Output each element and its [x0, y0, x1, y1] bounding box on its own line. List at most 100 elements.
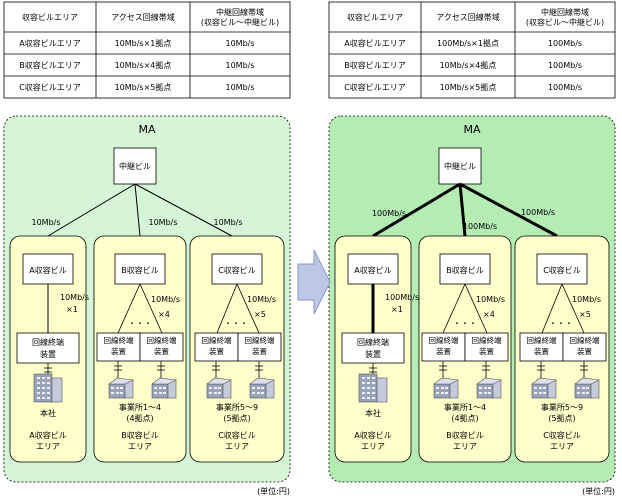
accommodating-building-label: B収容ビル	[446, 265, 484, 275]
table-cell: 10Mb/s×5拠点	[115, 82, 172, 92]
accommodating-building-label: A収容ビル	[354, 265, 391, 275]
accommodating-building-box	[536, 253, 588, 285]
relay-link-c-label: 10Mb/s	[213, 218, 242, 227]
relay-link-c-label: 100Mb/s	[521, 208, 555, 217]
relay-building-label: 中継ビル	[119, 161, 151, 171]
table-cell: C収容ビルエリア	[19, 82, 81, 92]
bandwidth-table: 収容ビルエリアアクセス回線帯域中継回線帯域(収容ビル〜中継ビル)A収容ビルエリア…	[3, 1, 291, 99]
access-a-count: ×1	[66, 305, 78, 314]
terminal-label: 回線終端	[357, 337, 389, 347]
terminal-box	[341, 332, 405, 364]
office-building-icon	[151, 377, 177, 399]
table-cell: 100Mb/s	[548, 39, 582, 48]
area-name: B収容ビル	[121, 430, 159, 440]
accommodating-building-label: B収容ビル	[121, 265, 159, 275]
table-frame	[3, 1, 291, 99]
relay-building-box	[438, 147, 482, 185]
site-b-label: 事業所1〜4	[119, 402, 161, 412]
terminal-label: 装置	[534, 346, 549, 356]
terminal-label: 装置	[40, 349, 56, 359]
access-c-bandwidth: 10Mb/s	[572, 295, 601, 304]
area-name: エリア	[453, 442, 477, 451]
office-building-icon	[574, 377, 600, 399]
accommodating-building-label: C収容ビル	[218, 265, 256, 275]
ma-label: MA	[463, 123, 480, 136]
area-name: エリア	[361, 442, 385, 451]
terminal-label: 装置	[365, 349, 381, 359]
access-line-b1	[117, 283, 141, 334]
access-b-bandwidth: 10Mb/s	[476, 295, 505, 304]
table-header: アクセス回線帯域	[436, 12, 500, 22]
access-c-count: ×5	[579, 310, 591, 319]
accommodating-building-box	[211, 253, 263, 285]
access-a-bandwidth: 100Mb/s	[385, 293, 419, 302]
unit-note: (単位:円)	[257, 486, 290, 496]
access-b-count: ×4	[483, 310, 495, 319]
site-c-count: (5拠点)	[223, 413, 250, 423]
area-name: A収容ビル	[29, 430, 66, 440]
relay-link-a-label: 10Mb/s	[31, 218, 60, 227]
terminal-label: 装置	[479, 346, 494, 356]
area-name: B収容ビル	[446, 430, 484, 440]
site-a-label: 本社	[40, 408, 56, 418]
office-building-icon	[108, 377, 134, 399]
access-line-c2	[561, 283, 585, 334]
transition-arrow	[297, 249, 331, 315]
table-header: (収容ビル〜中継ビル)	[201, 17, 279, 27]
accommodating-building-label: A収容ビル	[29, 265, 66, 275]
terminal-label: 回線終端	[147, 335, 177, 345]
terminal-label: 回線終端	[245, 335, 275, 345]
area-name: A収容ビル	[354, 430, 391, 440]
terminal-box	[237, 332, 282, 362]
access-a-bandwidth: 10Mb/s	[60, 293, 89, 302]
terminal-box	[464, 332, 509, 362]
left-panel: 収容ビルエリアアクセス回線帯域中継回線帯域(収容ビル〜中継ビル)A収容ビルエリア…	[3, 1, 291, 496]
more-lines-dots: ・・・	[224, 319, 248, 328]
area-name: C収容ビル	[543, 430, 581, 440]
terminal-label: 回線終端	[202, 335, 232, 345]
relay-link-b-label: 100Mb/s	[463, 222, 497, 231]
access-b-count: ×4	[158, 310, 170, 319]
table-header: 中継回線帯域	[216, 7, 264, 17]
table-frame	[328, 1, 616, 99]
table-cell: 10Mb/s	[225, 83, 254, 92]
table-header: 収容ビルエリア	[347, 12, 403, 22]
table-header: 収容ビルエリア	[22, 12, 78, 22]
terminal-label: 装置	[252, 346, 267, 356]
table-cell: C収容ビルエリア	[344, 82, 406, 92]
table-cell: B収容ビルエリア	[19, 60, 81, 70]
office-building-icon	[249, 377, 275, 399]
terminal-label: 装置	[209, 346, 224, 356]
access-line-b2	[139, 283, 163, 334]
terminal-label: 装置	[111, 346, 126, 356]
table-cell: 10Mb/s×1拠点	[115, 38, 172, 48]
area-name: エリア	[550, 442, 574, 451]
site-c-count: (5拠点)	[548, 413, 575, 423]
table-cell: B収容ビルエリア	[344, 60, 406, 70]
office-building-icon	[433, 377, 459, 399]
right-panel: 収容ビルエリアアクセス回線帯域中継回線帯域(収容ビル〜中継ビル)A収容ビルエリア…	[328, 1, 616, 496]
bandwidth-table: 収容ビルエリアアクセス回線帯域中継回線帯域(収容ビル〜中継ビル)A収容ビルエリア…	[328, 1, 616, 99]
access-a-count: ×1	[391, 305, 403, 314]
unit-note: (単位:円)	[582, 486, 615, 496]
relay-link-b-label: 10Mb/s	[148, 218, 177, 227]
ma-label: MA	[138, 123, 155, 136]
terminal-label: 装置	[577, 346, 592, 356]
terminal-label: 装置	[154, 346, 169, 356]
table-cell: 100Mb/s	[548, 83, 582, 92]
access-line-c2	[236, 283, 260, 334]
table-cell: 10Mb/s×4拠点	[440, 60, 497, 70]
relay-link-b	[458, 183, 467, 237]
terminal-label: 回線終端	[527, 335, 557, 345]
table-cell: 10Mb/s×4拠点	[115, 60, 172, 70]
accommodating-building-label: C収容ビル	[543, 265, 581, 275]
table-cell: 100Mb/s×1拠点	[437, 38, 499, 48]
headquarters-building-icon	[33, 373, 63, 403]
access-line-b2	[464, 283, 488, 334]
relay-link-a	[47, 183, 136, 237]
area-name: エリア	[128, 442, 152, 451]
relay-link-c	[459, 182, 558, 238]
accommodating-building-box	[439, 253, 491, 285]
terminal-label: 装置	[436, 346, 451, 356]
